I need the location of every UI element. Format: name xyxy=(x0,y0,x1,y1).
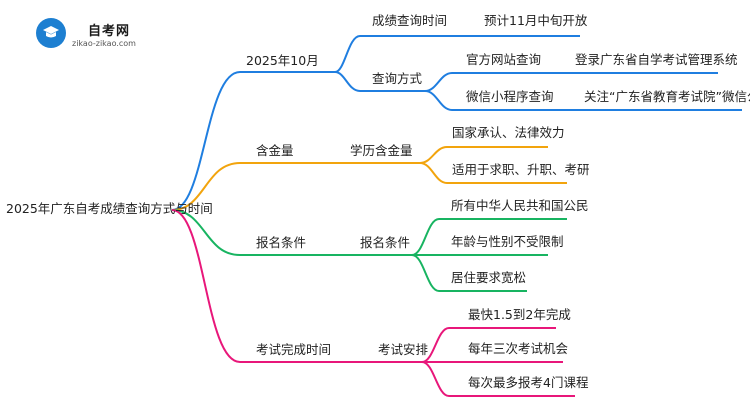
node-score-query-time: 成绩查询时间 xyxy=(372,13,448,28)
leaf-no-age-gender-limit: 年龄与性别不受限制 xyxy=(451,234,564,249)
mindmap-root: 2025年广东自考成绩查询方式与时间 xyxy=(6,201,213,216)
leaf-national-recognition: 国家承认、法律效力 xyxy=(452,125,565,140)
branch-label-value: 含金量 xyxy=(256,143,294,158)
node-official-site: 官方网站查询 xyxy=(466,52,542,67)
node-degree-value: 学历含金量 xyxy=(350,143,413,158)
node-requirements: 报名条件 xyxy=(360,235,411,250)
leaf-all-citizens: 所有中华人民共和国公民 xyxy=(451,198,589,213)
branch-connectors-4 xyxy=(171,209,575,397)
branch-label-requirements: 报名条件 xyxy=(256,235,307,250)
node-query-method: 查询方式 xyxy=(372,71,423,86)
leaf-max-four-courses: 每次最多报考4门课程 xyxy=(468,375,589,390)
branch-label-2025-october: 2025年10月 xyxy=(246,53,319,68)
leaf-three-exams-yearly: 每年三次考试机会 xyxy=(468,341,569,356)
leaf-wechat-detail: 关注“广东省教育考试院”微信公众号 xyxy=(584,89,750,104)
node-exam-schedule: 考试安排 xyxy=(378,342,429,357)
site-logo[interactable]: 自考网 zikao-zikao.com xyxy=(36,14,146,54)
branch-label-completion-time: 考试完成时间 xyxy=(256,342,332,357)
leaf-fastest-completion: 最快1.5到2年完成 xyxy=(468,307,571,322)
logo-title: 自考网 xyxy=(88,24,131,39)
branch-connectors-2 xyxy=(171,146,567,211)
logo-url: zikao-zikao.com xyxy=(72,39,136,48)
branch-connectors-1 xyxy=(171,35,742,211)
leaf-residence-relaxed: 居住要求宽松 xyxy=(451,270,527,285)
leaf-official-site-detail: 登录广东省自学考试管理系统 xyxy=(575,52,738,67)
node-wechat-miniprogram: 微信小程序查询 xyxy=(466,89,554,104)
leaf-expected-open: 预计11月中旬开放 xyxy=(484,13,588,28)
leaf-applicable-uses: 适用于求职、升职、考研 xyxy=(452,162,590,177)
graduation-cap-icon xyxy=(36,18,66,48)
branch-connectors-3 xyxy=(171,209,567,292)
